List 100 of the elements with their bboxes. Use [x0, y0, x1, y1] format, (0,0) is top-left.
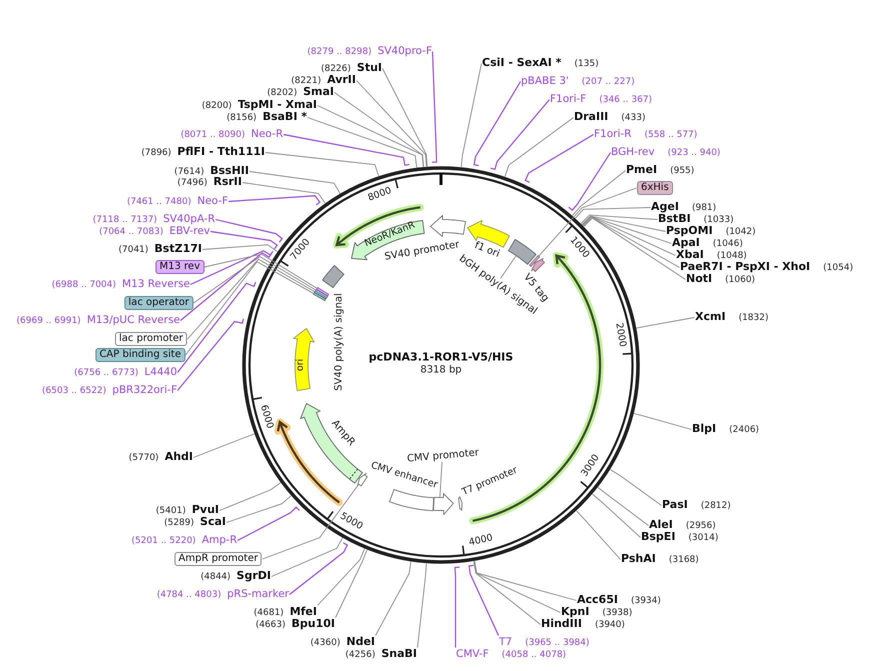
primer-position: (7064 .. 7083) [99, 226, 164, 238]
leader-line [598, 486, 649, 526]
leader-line [202, 244, 278, 252]
enzyme-name: PvuI [192, 504, 219, 516]
site-position: (7496) [177, 177, 208, 189]
primer-position: (8279 .. 8298) [307, 46, 372, 58]
feature-label: ori [296, 358, 307, 371]
enzyme-name: AvrII [327, 74, 356, 86]
leader-line [283, 134, 410, 166]
plasmid-name: pcDNA3.1-ROR1-V5/HIS [368, 350, 514, 364]
scale-label: 8000 [366, 186, 393, 204]
leader-line [190, 250, 274, 286]
primer-name: Amp-R [202, 534, 237, 546]
leader-line [289, 542, 348, 595]
leader-line [582, 216, 666, 232]
primer-position: (6969 .. 6991) [16, 315, 81, 327]
site-position: (5289) [164, 517, 194, 529]
enzyme-name: HindIII [541, 618, 582, 630]
feature-block [432, 492, 455, 516]
site-position: (3940) [594, 619, 625, 631]
primer-position: (3965 .. 3984) [525, 637, 590, 649]
enzyme-name: Acc65I [577, 594, 618, 606]
leader-line [576, 510, 621, 560]
site-position: (1033) [704, 214, 734, 226]
enzyme-name: PmeI [626, 164, 658, 176]
feature-tag: 6xHis [637, 181, 673, 195]
leader-line [210, 230, 278, 250]
site-position: (1042) [726, 226, 756, 238]
leader-line [454, 566, 460, 648]
enzyme-name: ScaI [200, 516, 226, 528]
leader-line [204, 254, 318, 289]
primer-name: M13 Reverse [122, 278, 190, 290]
site-position: (2956) [686, 520, 716, 532]
leader-line [177, 318, 244, 391]
site-position: (1048) [716, 250, 747, 262]
leader-line [262, 484, 360, 560]
site-position: (4681) [254, 607, 284, 619]
feature-tag: lac promoter [115, 332, 187, 346]
leader-line [610, 469, 662, 506]
enzyme-name: NotI [686, 273, 712, 285]
enzyme-name: PspOMI [666, 225, 713, 237]
primer-position: (346 .. 367) [599, 94, 652, 106]
site-position: (8202) [267, 87, 298, 99]
primer-name: T7 [499, 636, 512, 648]
feature-label: f1 ori [472, 240, 502, 260]
site-position: (8156) [226, 112, 257, 124]
feature-tag: lac operator [124, 296, 193, 310]
enzyme-name: PshAI [621, 553, 656, 565]
feature-tag: AmpR promoter [174, 552, 262, 566]
site-position: (4844) [200, 571, 231, 583]
leader-line [317, 548, 365, 606]
primer-position: (8071 .. 8090) [180, 129, 245, 141]
enzyme-name: BstZ17I [154, 243, 202, 255]
leader-line [500, 254, 517, 279]
enzyme-name: ApaI [672, 237, 700, 249]
feature-block [466, 219, 512, 250]
leader-line [307, 117, 418, 168]
primer-position: (4058 .. 4078) [502, 649, 566, 661]
leader-line [382, 68, 428, 167]
site-position: (8226) [320, 63, 351, 75]
leader-line [185, 261, 314, 356]
leader-line [574, 207, 651, 219]
leader-line [634, 413, 692, 430]
leader-line [228, 195, 321, 206]
leader-line [242, 182, 326, 204]
leader-line [582, 216, 676, 256]
primer-name: M13/pUC Reverse [86, 314, 180, 326]
enzyme-name: Bpu10I [292, 618, 335, 630]
leader-line [474, 560, 561, 613]
site-position: (7614) [174, 166, 204, 178]
primer-name: Neo-F [197, 195, 228, 207]
enzyme-name: AgeI [651, 201, 679, 213]
enzyme-name: TspMI - XmaI [238, 99, 317, 111]
leader-line [335, 549, 368, 618]
leader-line [177, 282, 256, 373]
leader-line [439, 462, 442, 498]
primer-name: F1ori-R [594, 128, 632, 140]
feature-tag: CAP binding site [95, 348, 185, 362]
site-position: (7041) [118, 244, 148, 256]
enzyme-name: BspEI [641, 531, 676, 543]
enzyme-name: AhdI [164, 451, 193, 463]
leader-line [432, 51, 438, 163]
feature-block [356, 472, 368, 488]
primer-name: L4440 [144, 366, 177, 378]
enzyme-name: CsiI - SexAI * [482, 57, 562, 69]
enzyme-name: PflFI - Tth111I [177, 146, 265, 158]
leader-line [334, 92, 424, 168]
leader-line [187, 258, 316, 340]
leader-line [473, 560, 541, 625]
feature-box [507, 238, 538, 266]
leader-line [271, 538, 343, 577]
scale-label: 4000 [468, 534, 494, 550]
site-position: (2406) [729, 424, 760, 436]
leader-line [265, 152, 380, 176]
leader-line [180, 252, 272, 321]
leader-line [473, 81, 521, 166]
site-position: (135) [574, 58, 599, 70]
enzyme-name: AleI [649, 519, 673, 531]
scale-label: 6000 [257, 404, 274, 430]
site-position: (8221) [291, 75, 322, 86]
